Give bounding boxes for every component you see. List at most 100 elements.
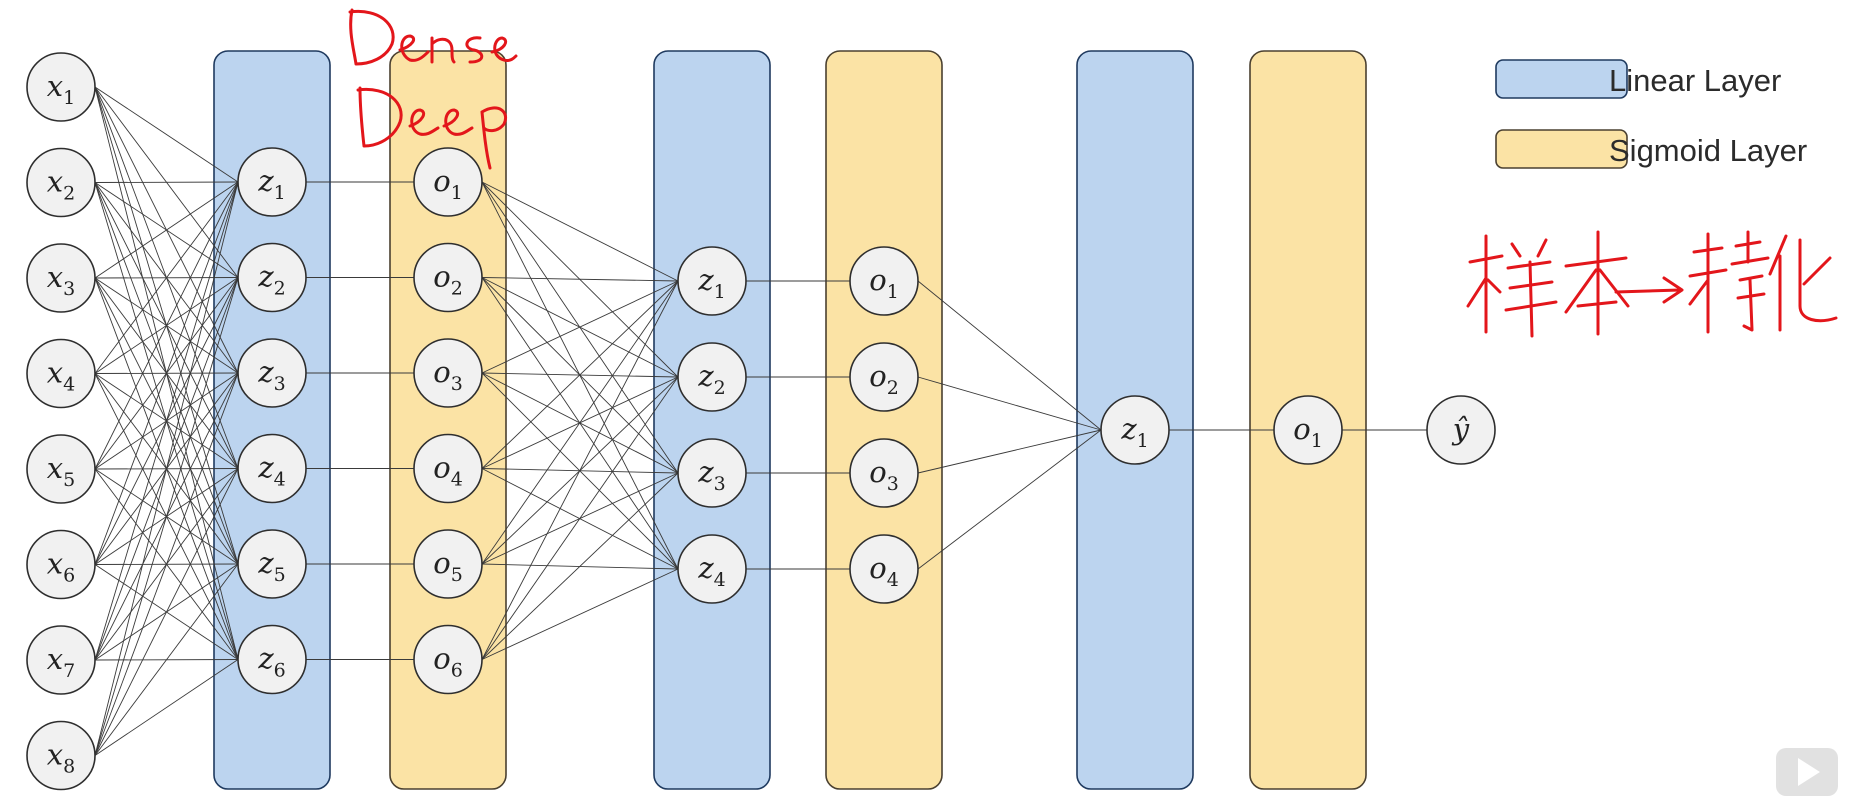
neuron-circle: [413, 624, 483, 695]
neuron-label: x2: [47, 165, 75, 205]
neuron-linear-3-4: z4: [677, 534, 747, 604]
edge-l2-3-to-1: [481, 280, 679, 374]
neuron-label: x4: [47, 356, 75, 396]
neuron-sigmoid-4-1: o1: [849, 246, 919, 316]
neuron-circle: [26, 625, 96, 695]
neuron-label: o4: [433, 451, 463, 491]
edge-l2-1-to-1: [481, 181, 679, 282]
neuron-input-0-6: x6: [26, 529, 96, 600]
neuron-sigmoid-4-3: o3: [849, 438, 919, 508]
neuron-circle: [849, 438, 919, 508]
edge-l0-8-to-6: [94, 659, 239, 756]
neuron-label: o1: [433, 164, 463, 204]
edge-l0-8-to-5: [94, 563, 239, 756]
neuron-circle: [26, 243, 96, 313]
neuron-circle: [1426, 395, 1496, 465]
neuron-circle: [237, 242, 307, 313]
neuron-input-0-3: x3: [26, 243, 96, 313]
neuron-label: x8: [47, 738, 75, 778]
neuron-circle: [413, 433, 483, 504]
edge-l2-2-to-1: [481, 277, 679, 282]
neuron-sigmoid-2-2: o2: [413, 242, 483, 313]
neuron-sigmoid-2-1: o1: [413, 147, 483, 217]
video-play-watermark: [1776, 748, 1838, 796]
neuron-label: z1: [697, 263, 725, 303]
neuron-sigmoid-2-6: o6: [413, 624, 483, 695]
edge-l2-6-to-1: [481, 280, 679, 660]
neuron-linear-1-3: z3: [237, 338, 307, 408]
neuron-circle: [413, 529, 483, 599]
edge-l0-7-to-1: [94, 181, 239, 661]
legend-label-sigmoid: Sigmoid Layer: [1609, 133, 1807, 168]
neuron-linear-1-1: z1: [237, 147, 307, 217]
edge-l0-8-to-2: [94, 277, 239, 756]
neurons: x1 x2 x3 x4 x5 x6 x7 x8 z1 z2 z3 z4 z5 z6 o1 o2 o3 o4 o5 o6…: [26, 52, 1496, 791]
neuron-circle: [413, 147, 483, 217]
neuron-label: x3: [47, 260, 75, 300]
neuron-linear-1-6: z6: [237, 624, 307, 695]
play-icon: [1798, 758, 1820, 786]
neuron-label: o2: [433, 260, 463, 300]
neuron-circle: [677, 438, 747, 508]
neuron-sigmoid-2-3: o3: [413, 338, 483, 408]
neuron-input-0-7: x7: [26, 625, 96, 695]
layer-bars: [213, 50, 1367, 790]
neuron-label: o1: [1293, 412, 1323, 452]
neuron-sigmoid-2-4: o4: [413, 433, 483, 504]
neuron-linear-3-3: z3: [677, 438, 747, 508]
neuron-label: z3: [697, 455, 725, 495]
neuron-linear-3-1: z1: [677, 246, 747, 316]
neuron-circle: [677, 534, 747, 604]
edge-l2-6-to-3: [481, 472, 679, 660]
neuron-circle: [26, 338, 96, 409]
neuron-label: z1: [257, 164, 285, 204]
neuron-label: x6: [47, 547, 75, 587]
neuron-circle: [26, 52, 96, 122]
neuron-circle: [26, 529, 96, 600]
neuron-circle: [26, 720, 96, 791]
neuron-linear-5-1: z1: [1100, 395, 1170, 465]
neuron-label: x5: [47, 451, 75, 491]
neuron-label: o3: [433, 355, 463, 395]
neuron-label: o3: [869, 455, 899, 495]
neuron-label: z2: [697, 359, 725, 399]
neuron-sigmoid-4-4: o4: [849, 534, 919, 604]
neuron-linear-3-2: z2: [677, 342, 747, 412]
neuron-sigmoid-6-1: o1: [1273, 395, 1343, 465]
edge-l2-5-to-1: [481, 280, 679, 565]
edge-l4-1-to-1: [917, 280, 1102, 431]
edge-l2-4-to-1: [481, 280, 679, 469]
neuron-circle: [237, 147, 307, 217]
neuron-linear-1-5: z5: [237, 529, 307, 599]
neuron-input-0-4: x4: [26, 338, 96, 409]
edge-l4-2-to-1: [917, 376, 1102, 431]
neuron-output-7-1: ŷ: [1426, 395, 1496, 465]
neuron-input-0-5: x5: [26, 434, 96, 504]
edge-l0-1-to-1: [94, 86, 239, 183]
edge-l0-5-to-1: [94, 181, 239, 470]
neuron-sigmoid-2-5: o5: [413, 529, 483, 599]
neuron-label: z1: [1120, 412, 1148, 452]
neuron-input-0-1: x1: [26, 52, 96, 122]
edge-l0-6-to-1: [94, 181, 239, 565]
neuron-circle: [237, 529, 307, 599]
neuron-circle: [677, 342, 747, 412]
edge-l0-8-to-1: [94, 181, 239, 756]
neuron-label: z5: [257, 546, 285, 586]
neuron-circle: [677, 246, 747, 316]
neuron-label: o4: [869, 551, 899, 591]
neuron-label: z6: [257, 642, 285, 682]
layer-bar-sigmoid-4: [825, 50, 943, 790]
legend-item-sigmoid: Sigmoid Layer: [1495, 129, 1807, 169]
neuron-circle: [413, 338, 483, 408]
handwritten-note-sample-to-feature: [1466, 230, 1838, 338]
neuron-circle: [849, 534, 919, 604]
neuron-label: z3: [257, 355, 285, 395]
edge-l0-4-to-1: [94, 181, 239, 374]
neuron-label: o1: [869, 263, 899, 303]
neuron-linear-1-2: z2: [237, 242, 307, 313]
neuron-label: o5: [433, 546, 463, 586]
neuron-circle: [1273, 395, 1343, 465]
connections: [94, 86, 1427, 756]
neuron-circle: [237, 624, 307, 695]
